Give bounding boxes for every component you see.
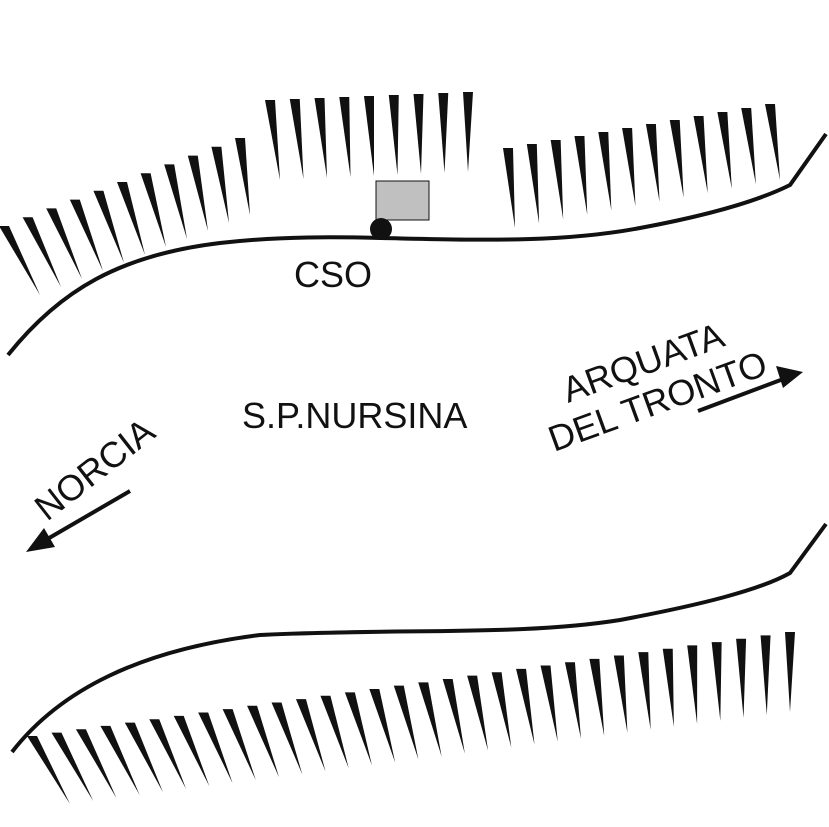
slope-hachure [598,132,612,211]
arrow-west-icon [26,489,132,552]
station-point-marker [370,218,392,240]
slope-hachure [51,732,94,802]
slope-hachure [693,116,708,194]
slope-hachure [187,155,208,231]
slope-hachure [413,94,424,174]
slope-hachure [638,652,651,730]
slope-hachure [711,642,722,721]
slope-hachure [760,635,771,715]
slope-hachure [540,665,558,742]
slope-hachure [574,136,588,215]
slope-hachure [295,699,326,772]
slope-hachure [526,144,540,224]
slope-hachure [265,100,280,180]
slope-hachure [622,128,636,207]
slope-hachure [393,685,419,760]
slope-hachures-upper-middle [265,92,473,180]
slope-hachure [516,668,535,745]
slope-hachure [173,715,210,787]
slope-hachure [100,725,140,796]
slope-hachure [613,655,628,733]
slope-hachure [741,108,756,185]
slope-hachure [75,729,117,799]
slope-hachure [344,692,372,766]
station-label: CSO [294,254,372,295]
slope-hachure [564,662,581,739]
slope-hachure [271,702,303,775]
slope-hachure [442,678,465,754]
arrow-east-icon [697,366,803,413]
station-box [375,180,430,221]
slope-hachure [662,648,674,727]
slope-hachure [339,97,351,177]
slope-hachure [388,95,399,175]
slope-hachure [645,124,660,202]
slope-hachure [124,722,163,793]
slope-hachure [491,672,512,748]
slope-hachure [717,112,732,189]
slope-hachure [0,226,40,295]
slope-hachure [149,719,187,790]
road-edge-south [10,522,828,754]
slope-hachure [140,173,166,247]
slope-hachure [93,190,124,263]
slope-hachure [198,712,233,784]
slope-hachure [589,658,605,736]
slope-hachure [46,208,82,279]
slope-hachure [27,736,70,804]
slope-hachure [364,96,374,176]
road-name-label: S.P.NURSINA [242,395,467,436]
slope-hachure [289,99,304,179]
slope-hachure [438,93,449,173]
slope-hachure [463,92,473,172]
slope-hachure [369,689,396,763]
slope-hachure [550,140,564,220]
slope-hachure [765,104,780,180]
slope-hachure [211,146,229,223]
slope-hachure [503,148,515,228]
slope-hachure [785,632,795,712]
slope-hachure [736,638,747,718]
slope-hachure [669,120,684,198]
slope-hachure [69,199,103,271]
slope-hachure [467,675,489,751]
slope-hachure [687,645,698,724]
slope-hachures-upper-right [503,104,780,228]
slope-hachure [22,217,62,287]
slope-hachure [117,182,145,255]
slope-hachure [222,709,256,781]
slope-hachure [247,705,280,778]
slope-hachures-upper-left [0,138,250,295]
slope-hachure [418,682,442,757]
slope-hachure [314,98,327,178]
slope-hachures-lower [27,632,795,804]
slope-hachure [164,164,187,239]
slope-hachure [235,138,250,215]
slope-hachure [320,695,349,769]
